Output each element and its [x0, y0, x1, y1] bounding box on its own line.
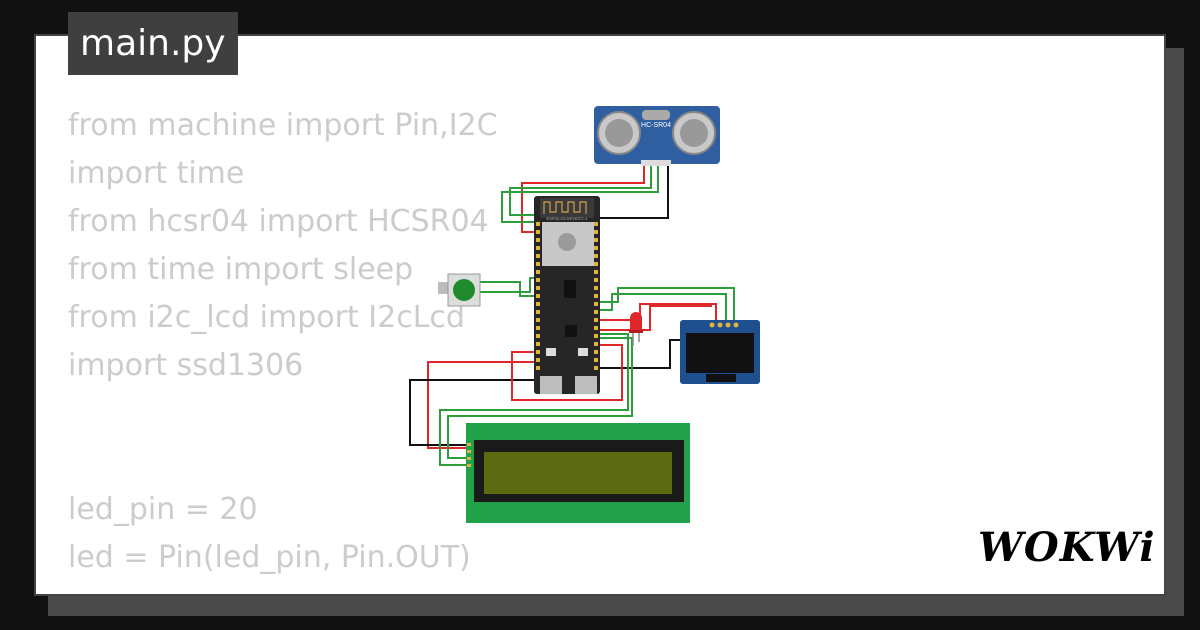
- code-line: from time import sleep: [68, 252, 414, 287]
- code-preview: from machine import Pin,I2C import time …: [68, 102, 498, 582]
- circuit-diagram: HC-SR04 ESP32-S3-DEVKITC-1: [409, 106, 760, 523]
- wokwi-logo: WOKWi: [978, 524, 1156, 571]
- code-line: from machine import Pin,I2C: [68, 108, 498, 143]
- push-button: [438, 273, 481, 307]
- code-line: import ssd1306: [68, 348, 304, 383]
- code-line: led_pin = 20: [68, 492, 258, 527]
- lcd-display: [466, 423, 690, 523]
- file-name-tab[interactable]: main.py: [68, 12, 238, 75]
- oled-display: [680, 320, 760, 384]
- code-line: from hcsr04 import HCSR04: [68, 204, 489, 239]
- code-line: import time: [68, 156, 245, 191]
- ultrasonic-sensor: HC-SR04: [594, 106, 720, 166]
- sensor-label: HC-SR04: [641, 122, 671, 129]
- wires: [409, 160, 735, 466]
- code-line: led = Pin(led_pin, Pin.OUT): [68, 540, 471, 575]
- board-label: ESP32-S3-DEVKITC-1: [547, 216, 589, 221]
- red-led: [629, 312, 643, 346]
- esp32-board: ESP32-S3-DEVKITC-1: [534, 196, 600, 394]
